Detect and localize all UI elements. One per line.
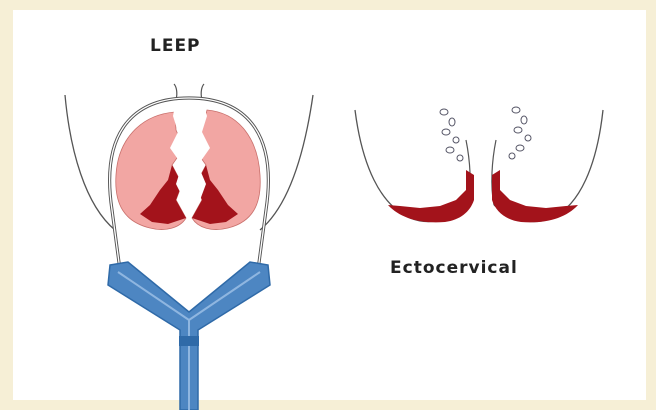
ecto-lesion-right	[492, 170, 578, 222]
ecto-fragments-left	[440, 109, 463, 161]
ectocervical-label: Ectocervical	[390, 258, 518, 278]
ecto-fragments-right	[509, 107, 531, 159]
leep-label: LEEP	[150, 36, 201, 56]
ecto-lesion-left	[388, 170, 474, 222]
ectocervical-figure	[355, 107, 603, 222]
ecto-cervix-outline	[355, 110, 603, 222]
leep-instrument-collar	[179, 336, 199, 346]
leep-figure	[65, 84, 313, 410]
